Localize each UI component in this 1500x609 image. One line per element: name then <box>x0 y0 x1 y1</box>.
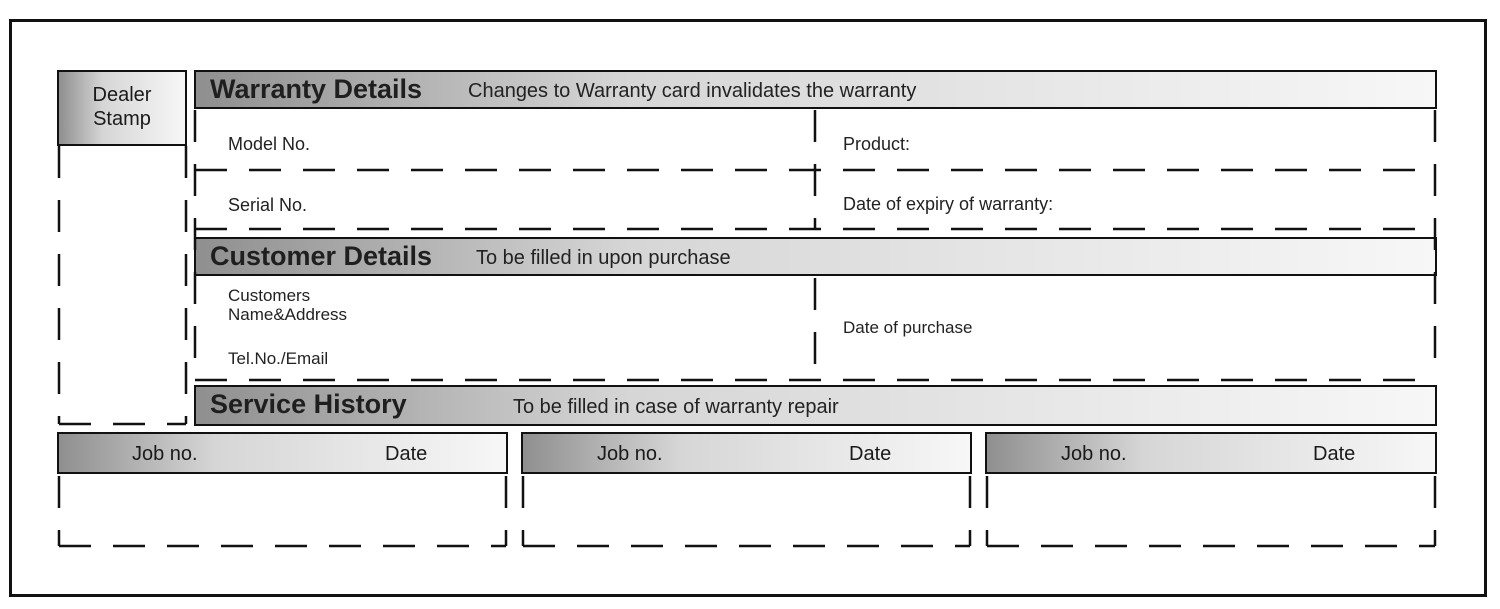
job-header-3: Job no. Date <box>985 432 1437 474</box>
customer-name-label-line1: Customers <box>228 286 311 305</box>
job-header-2: Job no. Date <box>521 432 972 474</box>
service-history-title: Service History <box>210 389 407 419</box>
warranty-card-frame <box>9 19 1487 597</box>
job-date-label: Date <box>1313 443 1356 465</box>
date-of-purchase-label: Date of purchase <box>843 318 973 337</box>
customer-name-label-line2: Name&Address <box>228 305 348 324</box>
customer-details-title: Customer Details <box>210 241 433 271</box>
product-label: Product: <box>843 134 911 154</box>
dealer-stamp-header: Dealer Stamp <box>57 70 187 146</box>
warranty-details-title: Warranty Details <box>210 74 423 104</box>
customer-details-subtitle: To be filled in upon purchase <box>476 247 731 269</box>
dealer-stamp-label-line2: Stamp <box>93 108 151 130</box>
serial-no-label: Serial No. <box>228 195 308 215</box>
warranty-details-subtitle: Changes to Warranty card invalidates the… <box>468 80 917 102</box>
job-date-label: Date <box>385 443 428 465</box>
customer-details-header: Customer Details To be filled in upon pu… <box>194 237 1437 276</box>
model-no-label: Model No. <box>228 134 311 154</box>
service-history-subtitle: To be filled in case of warranty repair <box>513 396 839 418</box>
job-date-label: Date <box>849 443 892 465</box>
service-history-header: Service History To be filled in case of … <box>194 385 1437 426</box>
dealer-stamp-label-line1: Dealer <box>92 84 152 106</box>
tel-email-label: Tel.No./Email <box>228 349 329 368</box>
warranty-expiry-label: Date of expiry of warranty: <box>843 194 1054 214</box>
job-no-label: Job no. <box>132 443 198 465</box>
job-no-label: Job no. <box>597 443 663 465</box>
job-no-label: Job no. <box>1061 443 1127 465</box>
job-header-1: Job no. Date <box>57 432 508 474</box>
warranty-details-header: Warranty Details Changes to Warranty car… <box>194 70 1437 109</box>
